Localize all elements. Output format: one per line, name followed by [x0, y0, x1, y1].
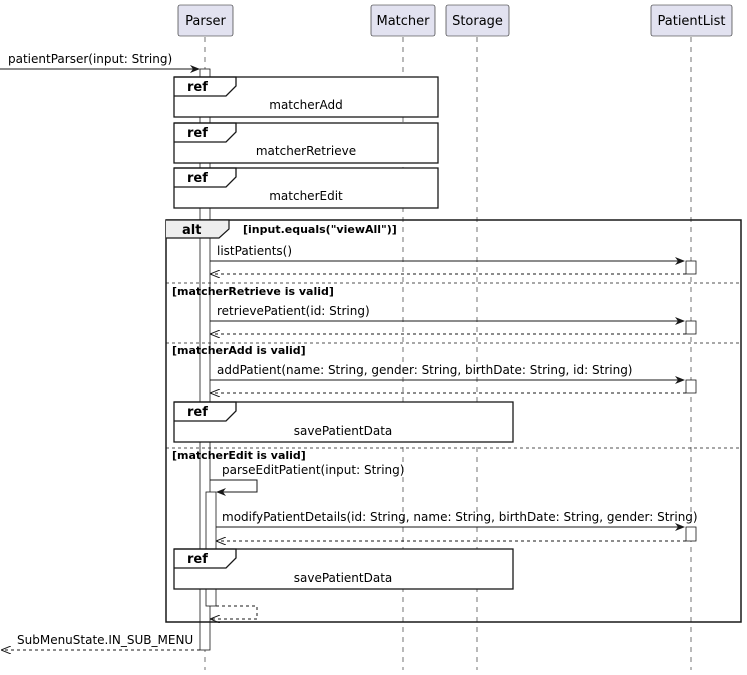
- activation-patientlist: [685, 320, 697, 335]
- message-parse-edit-patient-label: parseEditPatient(input: String): [222, 463, 404, 477]
- ref-matcher-add: ref matcherAdd: [173, 76, 439, 118]
- message-return-state: SubMenuState.IN_SUB_MENU: [2, 633, 200, 650]
- message-retrieve-patient: retrievePatient(id: String): [210, 304, 685, 325]
- return-arrow-self: [211, 605, 258, 619]
- participant-matcher: Matcher: [370, 4, 436, 37]
- message-modify-patient-details-label: modifyPatientDetails(id: String, name: S…: [222, 510, 698, 524]
- guard-retrieve-valid: [matcherRetrieve is valid]: [172, 285, 334, 298]
- activation-patientlist: [685, 526, 697, 542]
- message-patient-parser-label: patientParser(input: String): [8, 52, 172, 66]
- ref-keyword: ref: [187, 171, 208, 186]
- activation-patientlist: [685, 379, 697, 394]
- ref-keyword: ref: [187, 405, 208, 420]
- message-add-patient: addPatient(name: String, gender: String,…: [210, 363, 685, 384]
- message-return-state-label: SubMenuState.IN_SUB_MENU: [17, 633, 193, 647]
- ref-matcher-retrieve-label: matcherRetrieve: [256, 144, 356, 158]
- participant-storage-label: Storage: [452, 14, 503, 29]
- guard-view-all: [input.equals("viewAll")]: [243, 223, 397, 236]
- ref-save-patient-data: ref savePatientData: [173, 548, 514, 590]
- ref-save-patient-data-label: savePatientData: [294, 571, 393, 585]
- message-patient-parser: patientParser(input: String): [0, 52, 200, 73]
- ref-matcher-edit: ref matcherEdit: [173, 167, 439, 209]
- ref-matcher-add-label: matcherAdd: [269, 98, 343, 112]
- message-list-patients-label: listPatients(): [217, 244, 292, 258]
- guard-edit-valid: [matcherEdit is valid]: [172, 449, 306, 462]
- ref-matcher-edit-label: matcherEdit: [269, 189, 343, 203]
- ref-save-patient-data-label: savePatientData: [294, 424, 393, 438]
- participant-parser-label: Parser: [185, 14, 226, 29]
- participant-patientlist-label: PatientList: [658, 14, 726, 29]
- ref-keyword: ref: [187, 80, 208, 95]
- activation-patientlist: [685, 260, 697, 275]
- participant-patientlist: PatientList: [650, 4, 733, 37]
- activation-parser-main: [199, 68, 211, 651]
- ref-matcher-retrieve: ref matcherRetrieve: [173, 122, 439, 164]
- message-parse-edit-patient: parseEditPatient(input: String): [210, 463, 404, 496]
- ref-keyword: ref: [187, 126, 208, 141]
- alt-keyword: alt: [182, 223, 201, 238]
- message-add-patient-label: addPatient(name: String, gender: String,…: [217, 363, 633, 377]
- participant-matcher-label: Matcher: [376, 14, 430, 29]
- guard-add-valid: [matcherAdd is valid]: [172, 344, 306, 357]
- message-modify-patient-details: modifyPatientDetails(id: String, name: S…: [216, 510, 698, 531]
- message-retrieve-patient-label: retrievePatient(id: String): [217, 304, 370, 318]
- participant-storage: Storage: [445, 4, 510, 37]
- ref-save-patient-data: ref savePatientData: [173, 401, 514, 443]
- message-list-patients: listPatients(): [210, 244, 685, 265]
- participant-parser: Parser: [177, 4, 234, 37]
- ref-keyword: ref: [187, 552, 208, 567]
- alt-fragment: alt [input.equals("viewAll")] [matcherRe…: [165, 219, 742, 623]
